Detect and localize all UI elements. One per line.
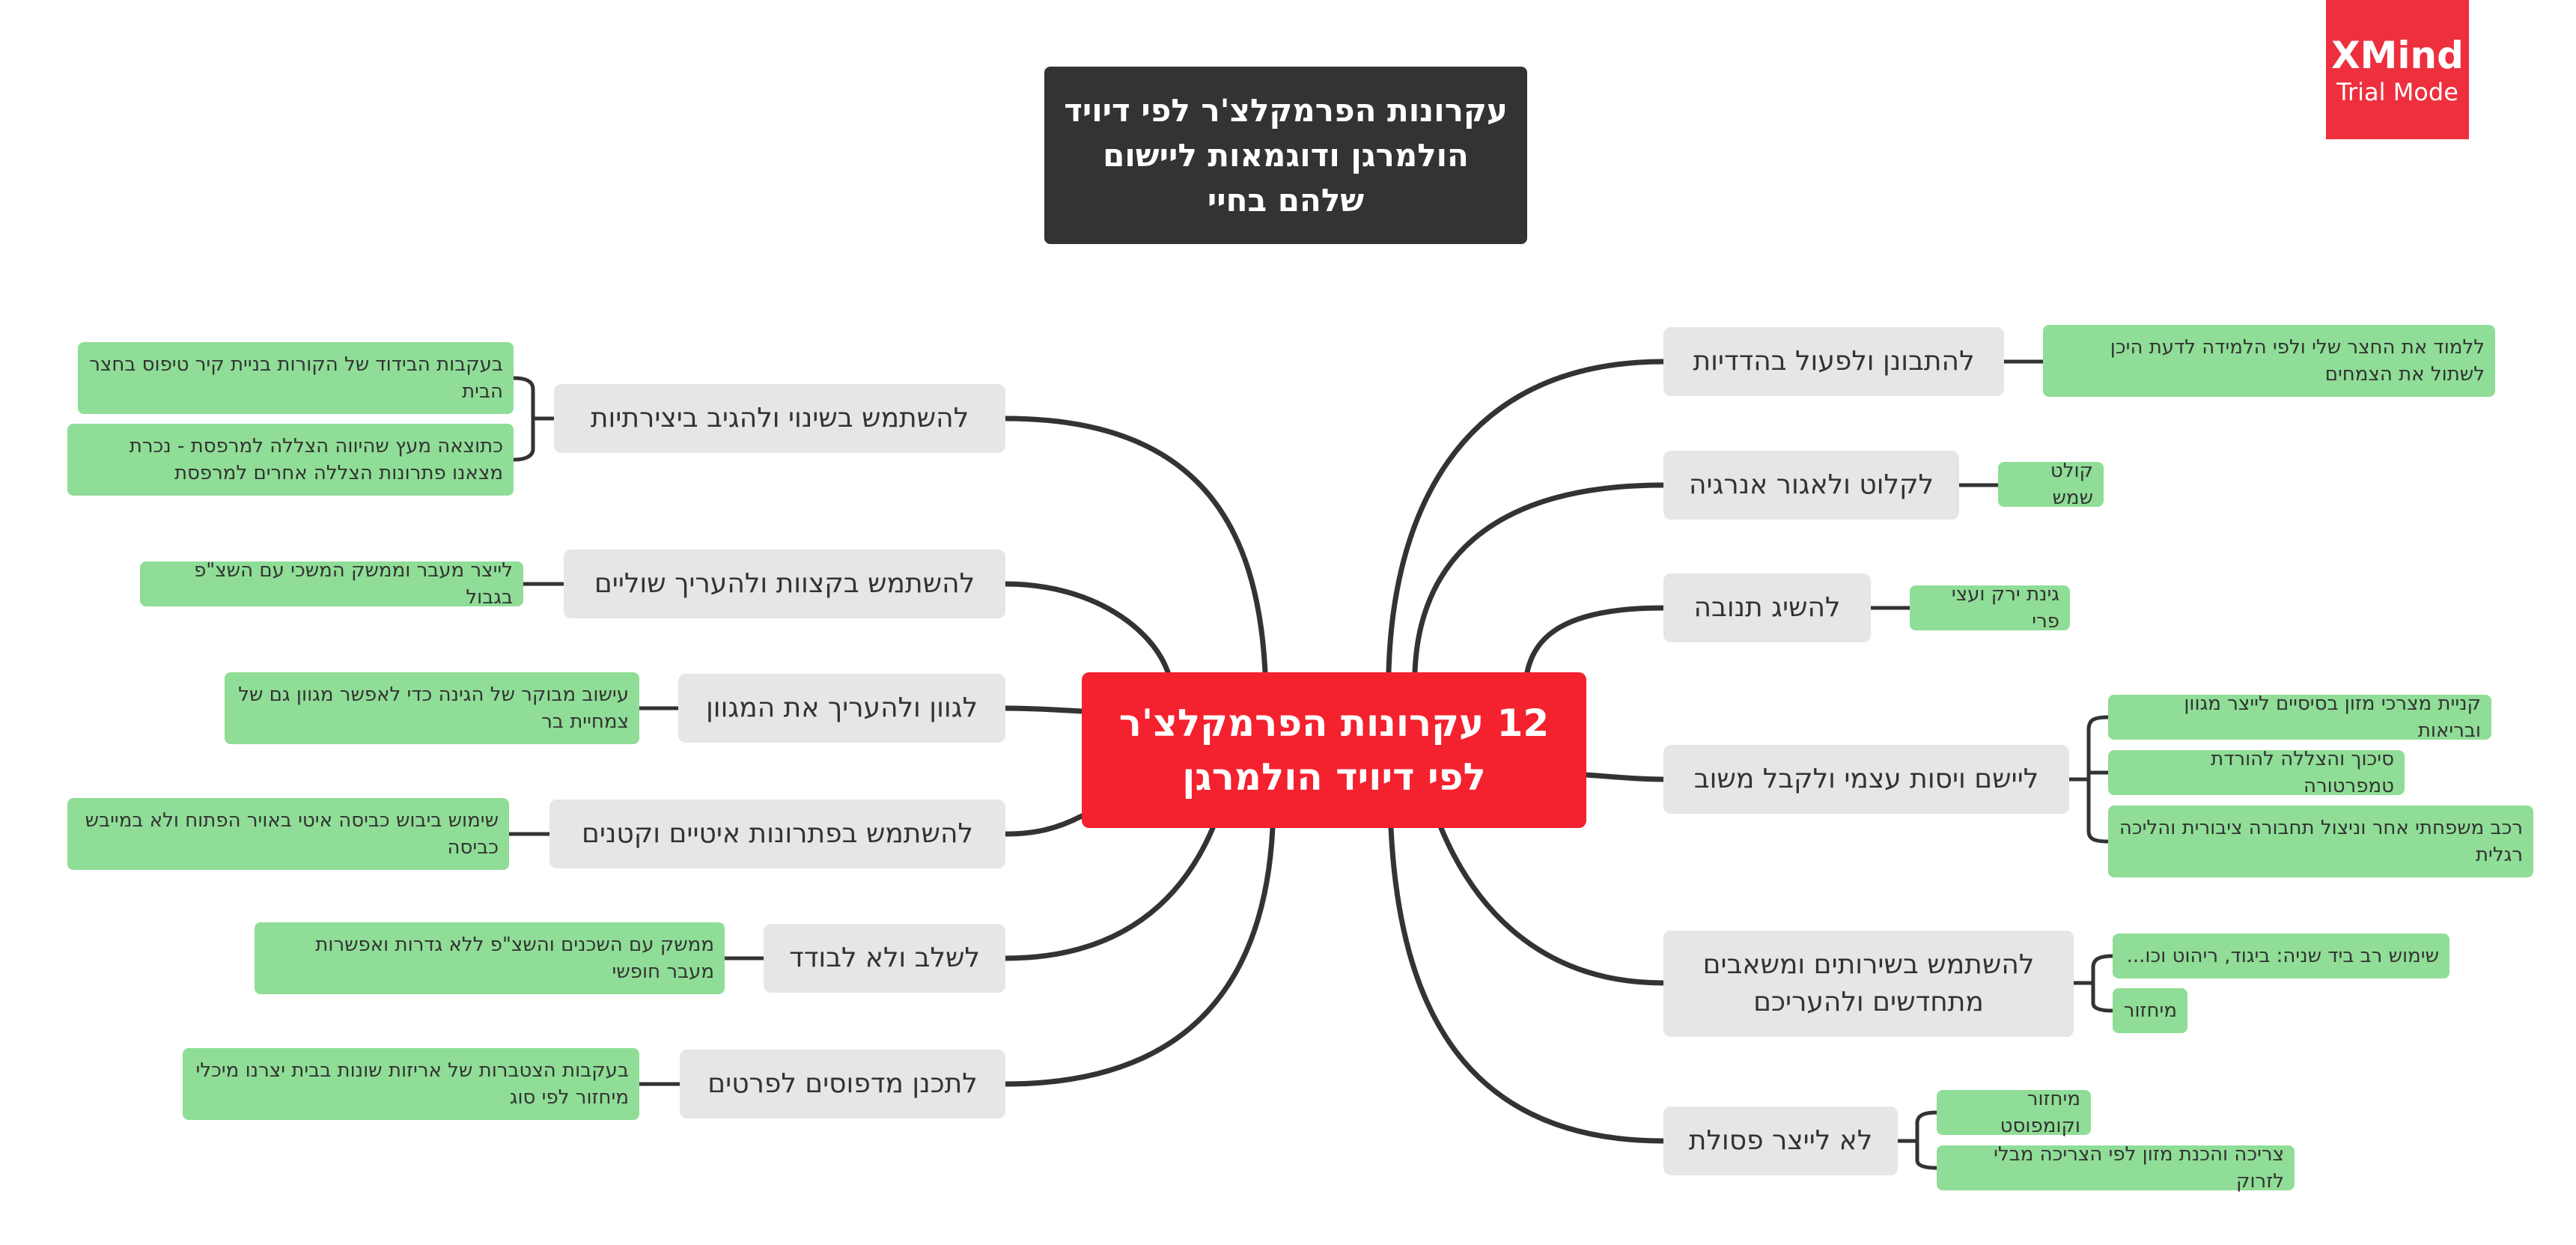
- branch-catch-store-energy[interactable]: לקלוט ולאגור אנרגיה: [1663, 451, 1959, 520]
- line-to-edges: [1002, 581, 1171, 675]
- leaf-second-hand[interactable]: שימוש רב ביד שניה: ביגוד, ריהוט וכו...: [2113, 934, 2449, 978]
- branch-small-slow-solutions[interactable]: להשתמש בפתרונות איטיים וקטנים: [549, 800, 1005, 868]
- leaf-alternative-shading[interactable]: כתוצאה מעץ שהיווה הצללה למרפסת - נכרת מצ…: [67, 424, 514, 496]
- leaf-climbing-wall[interactable]: בעקבות הבידוד של הקורות בניית קיר טיפוס …: [78, 342, 514, 414]
- xmind-trial-badge: XMind Trial Mode: [2326, 0, 2469, 139]
- leaf-border-passage[interactable]: לייצר מעבר וממשק המשכי עם השצ"פ בגבול: [140, 559, 523, 609]
- line-to-waste: [1388, 825, 1666, 1144]
- leaf-vegetable-garden[interactable]: גינת ירק ועצי פרי: [1910, 583, 2070, 633]
- map-title[interactable]: עקרונות הפרמקלצ'ר לפי דיויד הולמרגן ודוג…: [1044, 67, 1527, 244]
- line-to-diversity: [1002, 705, 1085, 714]
- central-topic[interactable]: 12 עקרונות הפרמקלצ'ר לפי דיויד הולמרגן: [1082, 672, 1586, 828]
- branch-obtain-yield[interactable]: להשיג תנובה: [1663, 573, 1871, 642]
- leaf-basic-groceries[interactable]: קניית מצרכי מזון בסיסיים לייצר מגוון ובר…: [2108, 692, 2491, 742]
- leaf-shading[interactable]: סיכוך והצללה להורדת טמפרטורה: [2108, 748, 2405, 797]
- line-to-yield: [1524, 605, 1666, 675]
- branch-integrate[interactable]: לשלב ולא לבודד: [764, 924, 1005, 993]
- leaf-public-transport[interactable]: רכב משפחתי אחר וניצול תחבורה ציבורית והל…: [2108, 806, 2533, 877]
- watermark-mode: Trial Mode: [2336, 78, 2458, 106]
- line-to-feedback: [1583, 772, 1666, 782]
- branch-edges-margins[interactable]: להשתמש בקצוות ולהעריך שוליים: [564, 550, 1005, 618]
- line-to-slow: [1002, 813, 1085, 837]
- bracket-feedback: [2086, 715, 2110, 844]
- leaf-controlled-weeding[interactable]: עישוב מבוקר של הגינה כדי לאפשר מגוון גם …: [225, 672, 639, 744]
- watermark-brand: XMind: [2331, 34, 2464, 77]
- branch-design-patterns[interactable]: לתכנן מדפוסים לפרטים: [680, 1050, 1005, 1118]
- bracket-change: [511, 376, 535, 462]
- leaf-recycling-compost[interactable]: מיחזור וקומפוסט: [1937, 1088, 2091, 1137]
- branch-renewable-resources[interactable]: להשתמש בשירותים ומשאבים מתחדשים ולהעריכם: [1663, 931, 2074, 1037]
- line-to-change: [1002, 415, 1268, 675]
- bracket-renewable: [2091, 954, 2115, 1013]
- line-to-integrate: [1002, 825, 1216, 961]
- bracket-waste: [1915, 1110, 1939, 1170]
- line-to-observe: [1386, 359, 1666, 675]
- branch-self-regulation-feedback[interactable]: ליישם ויסות עצמי ולקבל משוב: [1663, 745, 2069, 814]
- leaf-air-drying-laundry[interactable]: שימוש ביבוש כביסה איטי באויר הפתוח ולא ב…: [67, 798, 509, 870]
- leaf-solar-collector[interactable]: קולט שמש: [1998, 460, 2104, 509]
- line-to-patterns: [1002, 825, 1276, 1087]
- branch-produce-no-waste[interactable]: לא לייצר פסולת: [1663, 1107, 1898, 1175]
- line-to-renewable: [1438, 825, 1666, 986]
- leaf-consume-as-needed[interactable]: צריכה והכנת מזון לפי הצריכה מבלי לזרוק: [1937, 1143, 2295, 1193]
- branch-diversity[interactable]: לגוון ולהעריך את המגוון: [678, 674, 1005, 743]
- branch-creative-response-change[interactable]: להשתמש בשינוי ולהגיב ביצירתיות: [554, 384, 1005, 453]
- branch-observe-interact[interactable]: להתבונן ולפעול בהדדיות: [1663, 327, 2004, 396]
- line-to-energy: [1412, 482, 1666, 675]
- leaf-recycling[interactable]: מיחזור: [2113, 988, 2187, 1033]
- leaf-neighbors-interface[interactable]: ממשק עם השכנים והשצ"פ ללא גדרות ואפשרות …: [255, 922, 725, 994]
- leaf-learn-yard[interactable]: ללמוד את החצר שלי ולפי הלמידה לדעת היכן …: [2043, 325, 2495, 397]
- leaf-recycling-containers[interactable]: בעקבות הצטברות של אריזות שונות בבית יצרנ…: [183, 1048, 639, 1120]
